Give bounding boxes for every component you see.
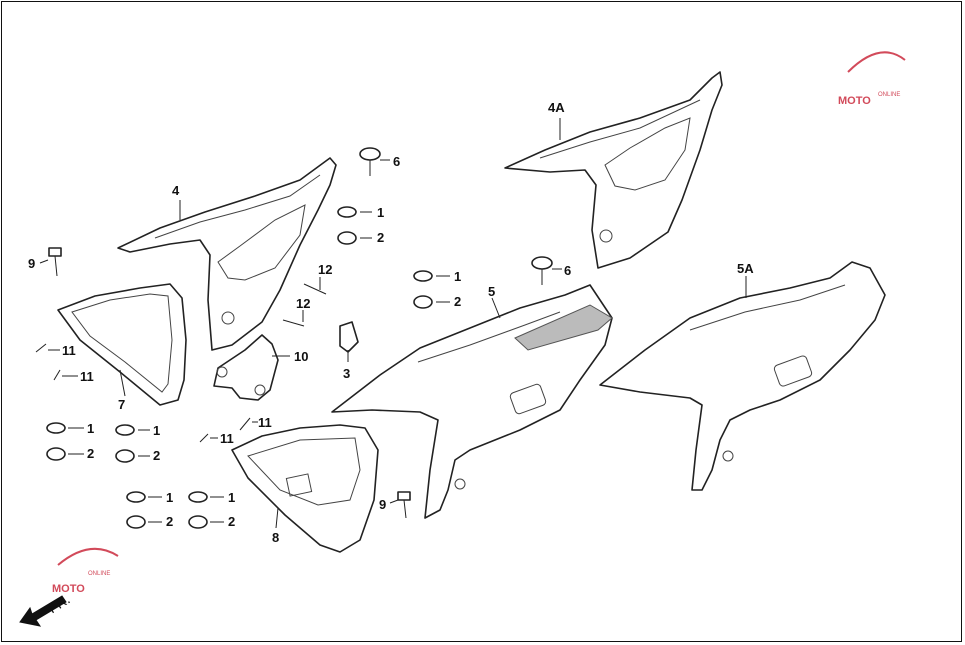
callout-1: 1 — [87, 421, 94, 436]
callout-2: 2 — [153, 448, 160, 463]
callout-2: 2 — [87, 446, 94, 461]
callout-4: 4 — [172, 183, 180, 198]
watermark-text: MOTO — [838, 95, 871, 107]
part-8-front-cover — [231, 424, 379, 553]
arrow-icon — [19, 595, 67, 627]
callout-1: 1 — [377, 205, 384, 220]
callout-10: 10 — [294, 349, 308, 364]
watermark-subtext-2: ONLINE — [88, 571, 110, 577]
part-7-side-cover — [57, 283, 187, 406]
watermark-logo: MOTO ONLINE — [838, 51, 906, 107]
callout-11: 11 — [220, 431, 234, 446]
watermark-logo-2: MOTO ONLINE — [52, 547, 119, 595]
callout-2: 2 — [454, 294, 461, 309]
callout-5a: 5A — [737, 261, 754, 276]
callout-labels: 1 2 1 2 1 2 1 2 1 2 1 2 3 4 4A 5 5A 6 6 … — [28, 100, 754, 545]
callout-1: 1 — [153, 423, 160, 438]
front-direction-arrow: FR. — [19, 591, 73, 627]
callout-7: 7 — [118, 397, 125, 412]
callout-5: 5 — [488, 284, 495, 299]
callout-2: 2 — [166, 514, 173, 529]
part-5-side-cover — [331, 284, 613, 519]
leader-lines — [39, 118, 747, 529]
callout-1: 1 — [228, 490, 235, 505]
hardware-washers — [46, 206, 433, 529]
hardware-screws — [35, 147, 553, 519]
callout-1: 1 — [166, 490, 173, 505]
part-10-bracket — [213, 334, 279, 401]
callout-9: 9 — [28, 256, 35, 271]
part-4-inner-cover — [117, 157, 337, 351]
callout-2: 2 — [377, 230, 384, 245]
watermark-subtext: ONLINE — [878, 92, 900, 98]
callout-6: 6 — [393, 154, 400, 169]
watermark-text-2: MOTO — [52, 583, 85, 595]
callout-4a: 4A — [548, 100, 565, 115]
callout-1: 1 — [454, 269, 461, 284]
callout-11: 11 — [80, 369, 94, 384]
callout-12: 12 — [318, 262, 332, 277]
callout-6: 6 — [564, 263, 571, 278]
part-5a-side-cover — [599, 261, 886, 491]
callout-2: 2 — [228, 514, 235, 529]
callout-3: 3 — [343, 366, 350, 381]
callout-9: 9 — [379, 497, 386, 512]
callout-11: 11 — [258, 415, 272, 430]
callout-8: 8 — [272, 530, 279, 545]
part-4a-inner-cover — [504, 71, 723, 269]
callout-12: 12 — [296, 296, 310, 311]
callout-11: 11 — [62, 343, 76, 358]
part-3-clip — [339, 321, 359, 353]
